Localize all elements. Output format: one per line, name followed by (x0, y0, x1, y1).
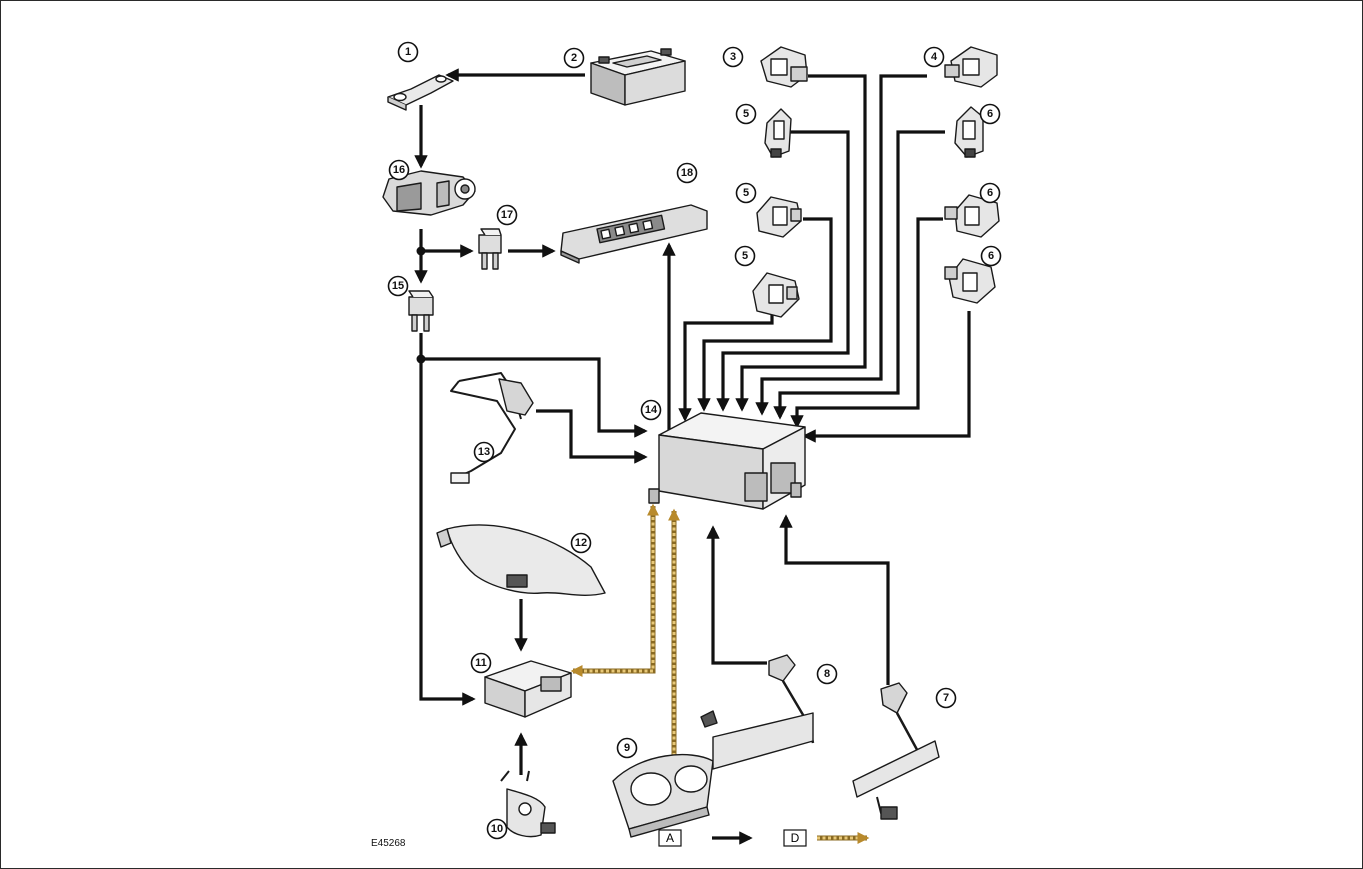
component-6-sensor-icon (955, 107, 983, 157)
callout-6: 6 (987, 108, 993, 120)
callout-3: 3 (730, 51, 736, 63)
component-8-seat-belt-buckle-icon (701, 655, 813, 769)
component-9-instrument-cluster-icon (613, 755, 713, 837)
callout-15: 15 (392, 280, 404, 292)
callout-17: 17 (501, 209, 513, 221)
callout-10: 10 (491, 823, 503, 835)
callout-14: 14 (645, 404, 658, 416)
component-13-sensor-harness-icon (451, 373, 533, 483)
component-5-sensor-icon (765, 109, 791, 157)
callout-13: 13 (478, 446, 490, 458)
key-letter-a: A (666, 831, 674, 845)
callout-5: 5 (743, 187, 749, 199)
callout-6: 6 (988, 250, 994, 262)
callout-5: 5 (743, 108, 749, 120)
callout-6: 6 (987, 187, 993, 199)
figure-code: E45268 (371, 838, 406, 849)
component-18-overhead-panel-icon (561, 205, 707, 263)
callout-12: 12 (575, 537, 587, 549)
component-5-sensor-icon (753, 273, 799, 317)
component-14-restraints-control-module-icon (649, 413, 805, 509)
component-3-sensor-icon (761, 47, 807, 87)
component-7-seat-belt-buckle-icon (853, 683, 939, 819)
component-10-switch-icon (501, 771, 555, 837)
callout-9: 9 (624, 742, 630, 754)
key-letter-d: D (791, 831, 800, 845)
component-1-fuse-link-icon (388, 75, 453, 110)
callout-8: 8 (824, 668, 830, 680)
callout-1: 1 (405, 46, 411, 58)
callout-16: 16 (393, 164, 405, 176)
callout-11: 11 (475, 657, 487, 669)
callout-7: 7 (943, 692, 949, 704)
component-15-fuse-icon (409, 291, 433, 331)
callout-4: 4 (931, 51, 938, 63)
component-11-module-icon (485, 661, 571, 717)
callout-5: 5 (742, 250, 748, 262)
callout-2: 2 (571, 52, 577, 64)
component-17-fuse-icon (479, 229, 501, 269)
component-5-sensor-icon (757, 197, 801, 237)
component-2-battery-icon (591, 49, 685, 105)
callout-18: 18 (681, 167, 693, 179)
component-4-sensor-icon (945, 47, 997, 87)
